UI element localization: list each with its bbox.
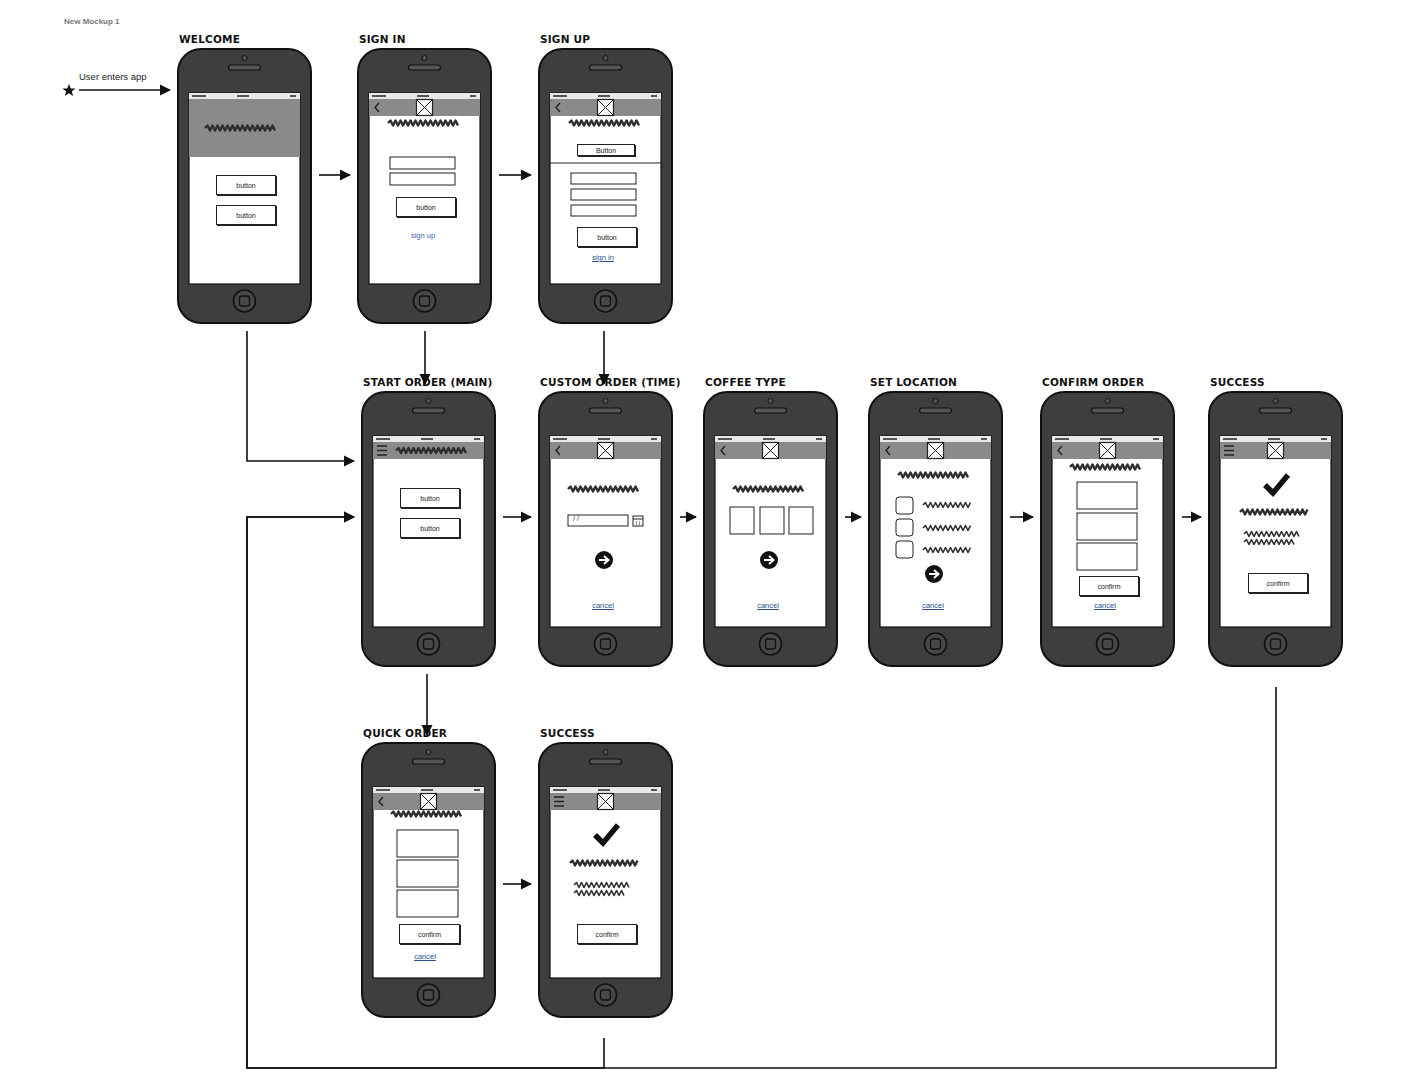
- entry-note: User enters app: [79, 71, 147, 82]
- cancel-link: cancel: [592, 601, 614, 610]
- screen-title: START ORDER (MAIN): [363, 376, 493, 388]
- flow-arrow: [845, 516, 861, 518]
- date-placeholder: / /: [573, 515, 579, 522]
- screen-title: CONFIRM ORDER: [1042, 376, 1144, 388]
- screen-title: SUCCESS: [540, 727, 595, 739]
- ui-button: Button: [577, 144, 635, 156]
- phone-mockup: [1040, 391, 1175, 667]
- screen-title: SIGN IN: [359, 33, 406, 45]
- ui-button: confirm: [1079, 576, 1139, 596]
- screen-title: SUCCESS: [1210, 376, 1265, 388]
- button-label: button: [416, 204, 435, 211]
- button-label: button: [236, 182, 255, 189]
- button-label: confirm: [1267, 580, 1290, 587]
- phone-mockup: [1208, 391, 1343, 667]
- cancel-link: cancel: [922, 601, 944, 610]
- ui-button: confirm: [577, 924, 637, 944]
- phone-mockup: [357, 48, 492, 324]
- button-label: button: [420, 525, 439, 532]
- cancel-link: cancel: [1094, 601, 1116, 610]
- ui-button: button: [396, 197, 456, 217]
- phone-screen: START ORDER (MAIN)buttonbutton: [361, 391, 496, 667]
- flow-arrow: [503, 883, 531, 885]
- phone-mockup: [538, 391, 673, 667]
- screen-title: QUICK ORDER: [363, 727, 447, 739]
- ui-button: button: [400, 488, 460, 508]
- flow-arrow: [1182, 516, 1201, 518]
- phone-mockup: [703, 391, 838, 667]
- button-label: confirm: [1098, 583, 1121, 590]
- ui-button: button: [400, 518, 460, 538]
- flow-arrow: [503, 516, 531, 518]
- phone-screen: SIGN UPButtonbutton: [538, 48, 673, 324]
- mockup-name: New Mockup 1: [64, 17, 120, 26]
- phone-screen: WELCOMEbuttonbutton: [177, 48, 312, 324]
- phone-mockup: [868, 391, 1003, 667]
- button-label: button: [597, 234, 616, 241]
- phone-screen: SIGN INbutton: [357, 48, 492, 324]
- screen-title: SET LOCATION: [870, 376, 957, 388]
- button-label: button: [420, 495, 439, 502]
- flow-arrow: [1010, 516, 1033, 518]
- phone-screen: CUSTOM ORDER (TIME): [538, 391, 673, 667]
- screen-title: CUSTOM ORDER (TIME): [540, 376, 681, 388]
- button-label: confirm: [418, 931, 441, 938]
- ui-button: button: [216, 205, 276, 225]
- flow-arrow: [319, 174, 350, 176]
- cancel-link: cancel: [757, 601, 779, 610]
- ui-button: button: [216, 175, 276, 195]
- button-label: Button: [596, 147, 616, 154]
- phone-mockup: [361, 742, 496, 1018]
- phone-screen: QUICK ORDERconfirm: [361, 742, 496, 1018]
- flow-arrow: [680, 516, 696, 518]
- flow-arrow: [426, 674, 428, 735]
- button-label: confirm: [596, 931, 619, 938]
- phone-screen: SUCCESSconfirm: [538, 742, 673, 1018]
- flow-arrow: [499, 174, 531, 176]
- ui-button: confirm: [1248, 573, 1308, 593]
- screen-title: SIGN UP: [540, 33, 590, 45]
- phone-mockup: [538, 742, 673, 1018]
- button-label: button: [236, 212, 255, 219]
- phone-screen: CONFIRM ORDERconfirm: [1040, 391, 1175, 667]
- screen-title: COFFEE TYPE: [705, 376, 786, 388]
- start-star: [63, 84, 76, 96]
- flow-arrow: [247, 331, 354, 461]
- phone-screen: COFFEE TYPE: [703, 391, 838, 667]
- phone-mockup: [538, 48, 673, 324]
- phone-screen: SUCCESSconfirm: [1208, 391, 1343, 667]
- phone-screen: SET LOCATION: [868, 391, 1003, 667]
- screen-title: WELCOME: [179, 33, 240, 45]
- cancel-link: cancel: [414, 952, 436, 961]
- nav-link: sign up: [411, 231, 435, 240]
- nav-link: sign in: [592, 253, 614, 262]
- ui-button: button: [577, 227, 637, 247]
- entry-arrow: [79, 89, 170, 91]
- ui-button: confirm: [399, 924, 460, 944]
